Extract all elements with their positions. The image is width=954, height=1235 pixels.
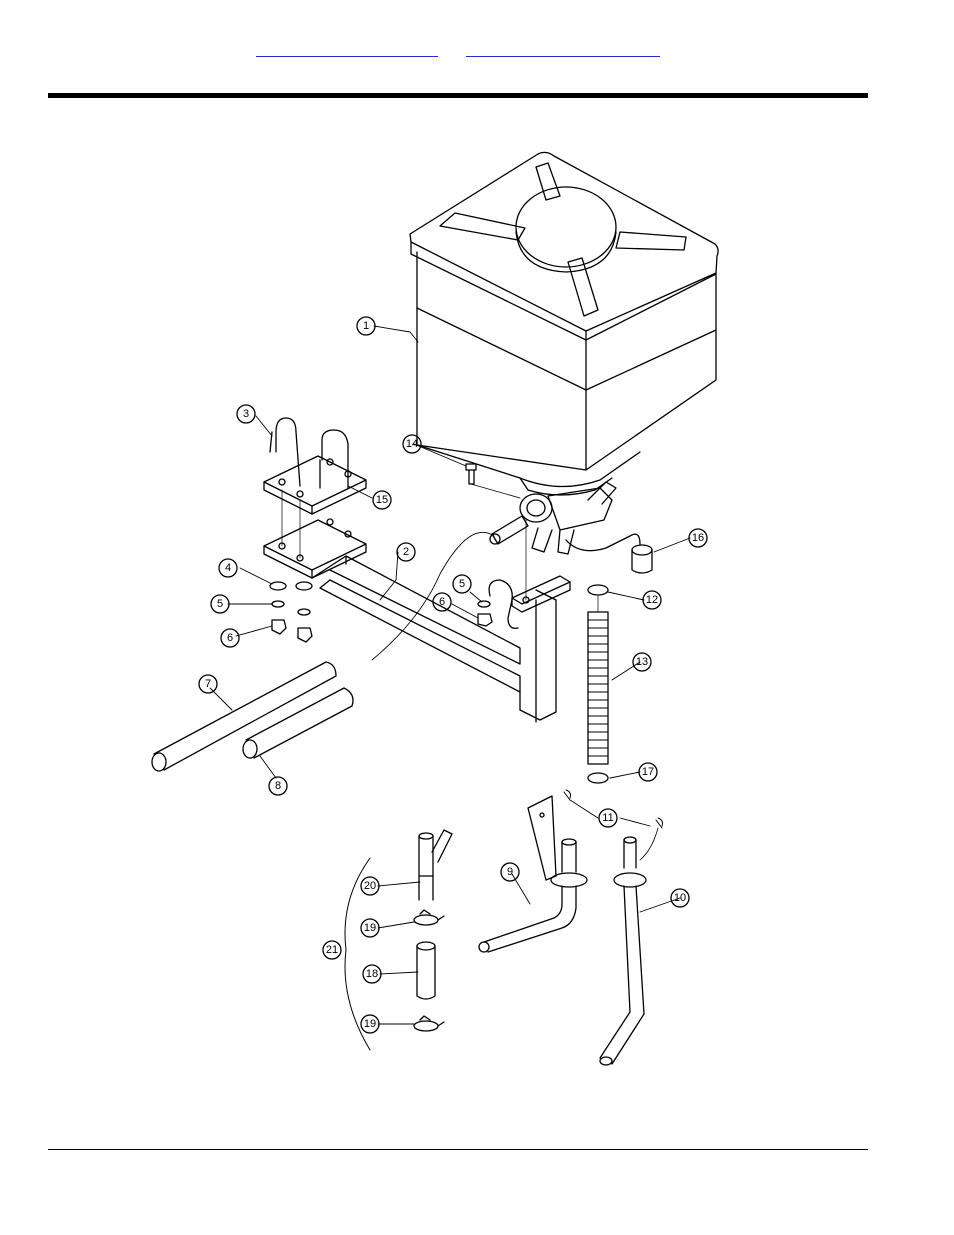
tube-7 [151, 661, 337, 772]
nozzle-20 [418, 829, 453, 901]
callout-18: 18 [366, 968, 378, 980]
callout-19-upper: 19 [364, 922, 376, 934]
callout-8: 8 [275, 780, 281, 792]
arm-9 [478, 795, 588, 953]
bracket-plate-15 [263, 455, 367, 515]
callout-9: 9 [507, 866, 513, 878]
frame-arm-2 [311, 555, 571, 723]
bracket-plate-lower [263, 518, 367, 579]
callout-16: 16 [692, 532, 704, 544]
callout-10: 10 [674, 892, 686, 904]
clamp-19b [413, 1015, 445, 1032]
callout-5-left: 5 [217, 598, 223, 610]
tube-8 [242, 687, 354, 759]
callout-3: 3 [243, 408, 249, 420]
callout-5-right: 5 [459, 578, 465, 590]
header-rule [48, 93, 868, 98]
callout-1: 1 [363, 320, 369, 332]
u-bolt-3 [269, 417, 349, 489]
header-link-right[interactable] [466, 44, 660, 57]
callout-17: 17 [642, 766, 654, 778]
bolt-14 [465, 463, 477, 485]
footer-rule [48, 1149, 868, 1150]
callout-6-right: 6 [439, 596, 445, 608]
spring-13 [587, 584, 609, 784]
callout-20: 20 [364, 880, 376, 892]
hopper [409, 151, 719, 496]
callout-6-left: 6 [227, 632, 233, 644]
drop-tube-10 [599, 836, 647, 1066]
callout-14: 14 [406, 438, 418, 450]
hardware-stack-right [477, 579, 519, 629]
callout-13: 13 [636, 656, 648, 668]
callout-21: 21 [326, 944, 338, 956]
hose-18 [416, 941, 436, 1000]
callout-11: 11 [602, 812, 613, 824]
leader-lines [209, 325, 691, 1025]
callout-4: 4 [225, 562, 231, 574]
header-link-left[interactable] [256, 44, 438, 57]
callout-labels: 1 2 3 4 5 5 6 6 7 8 9 10 11 12 13 14 15 … [205, 320, 704, 1030]
cap-16 [631, 544, 653, 574]
metering-housing [489, 481, 617, 555]
hardware-stack-left [269, 581, 313, 643]
clamp-19a [413, 909, 445, 926]
callout-12: 12 [646, 594, 658, 606]
callout-circles [198, 316, 708, 1034]
callout-19-lower: 19 [364, 1018, 376, 1030]
callout-15: 15 [376, 494, 388, 506]
callout-2: 2 [403, 546, 409, 558]
callout-7: 7 [205, 678, 211, 690]
